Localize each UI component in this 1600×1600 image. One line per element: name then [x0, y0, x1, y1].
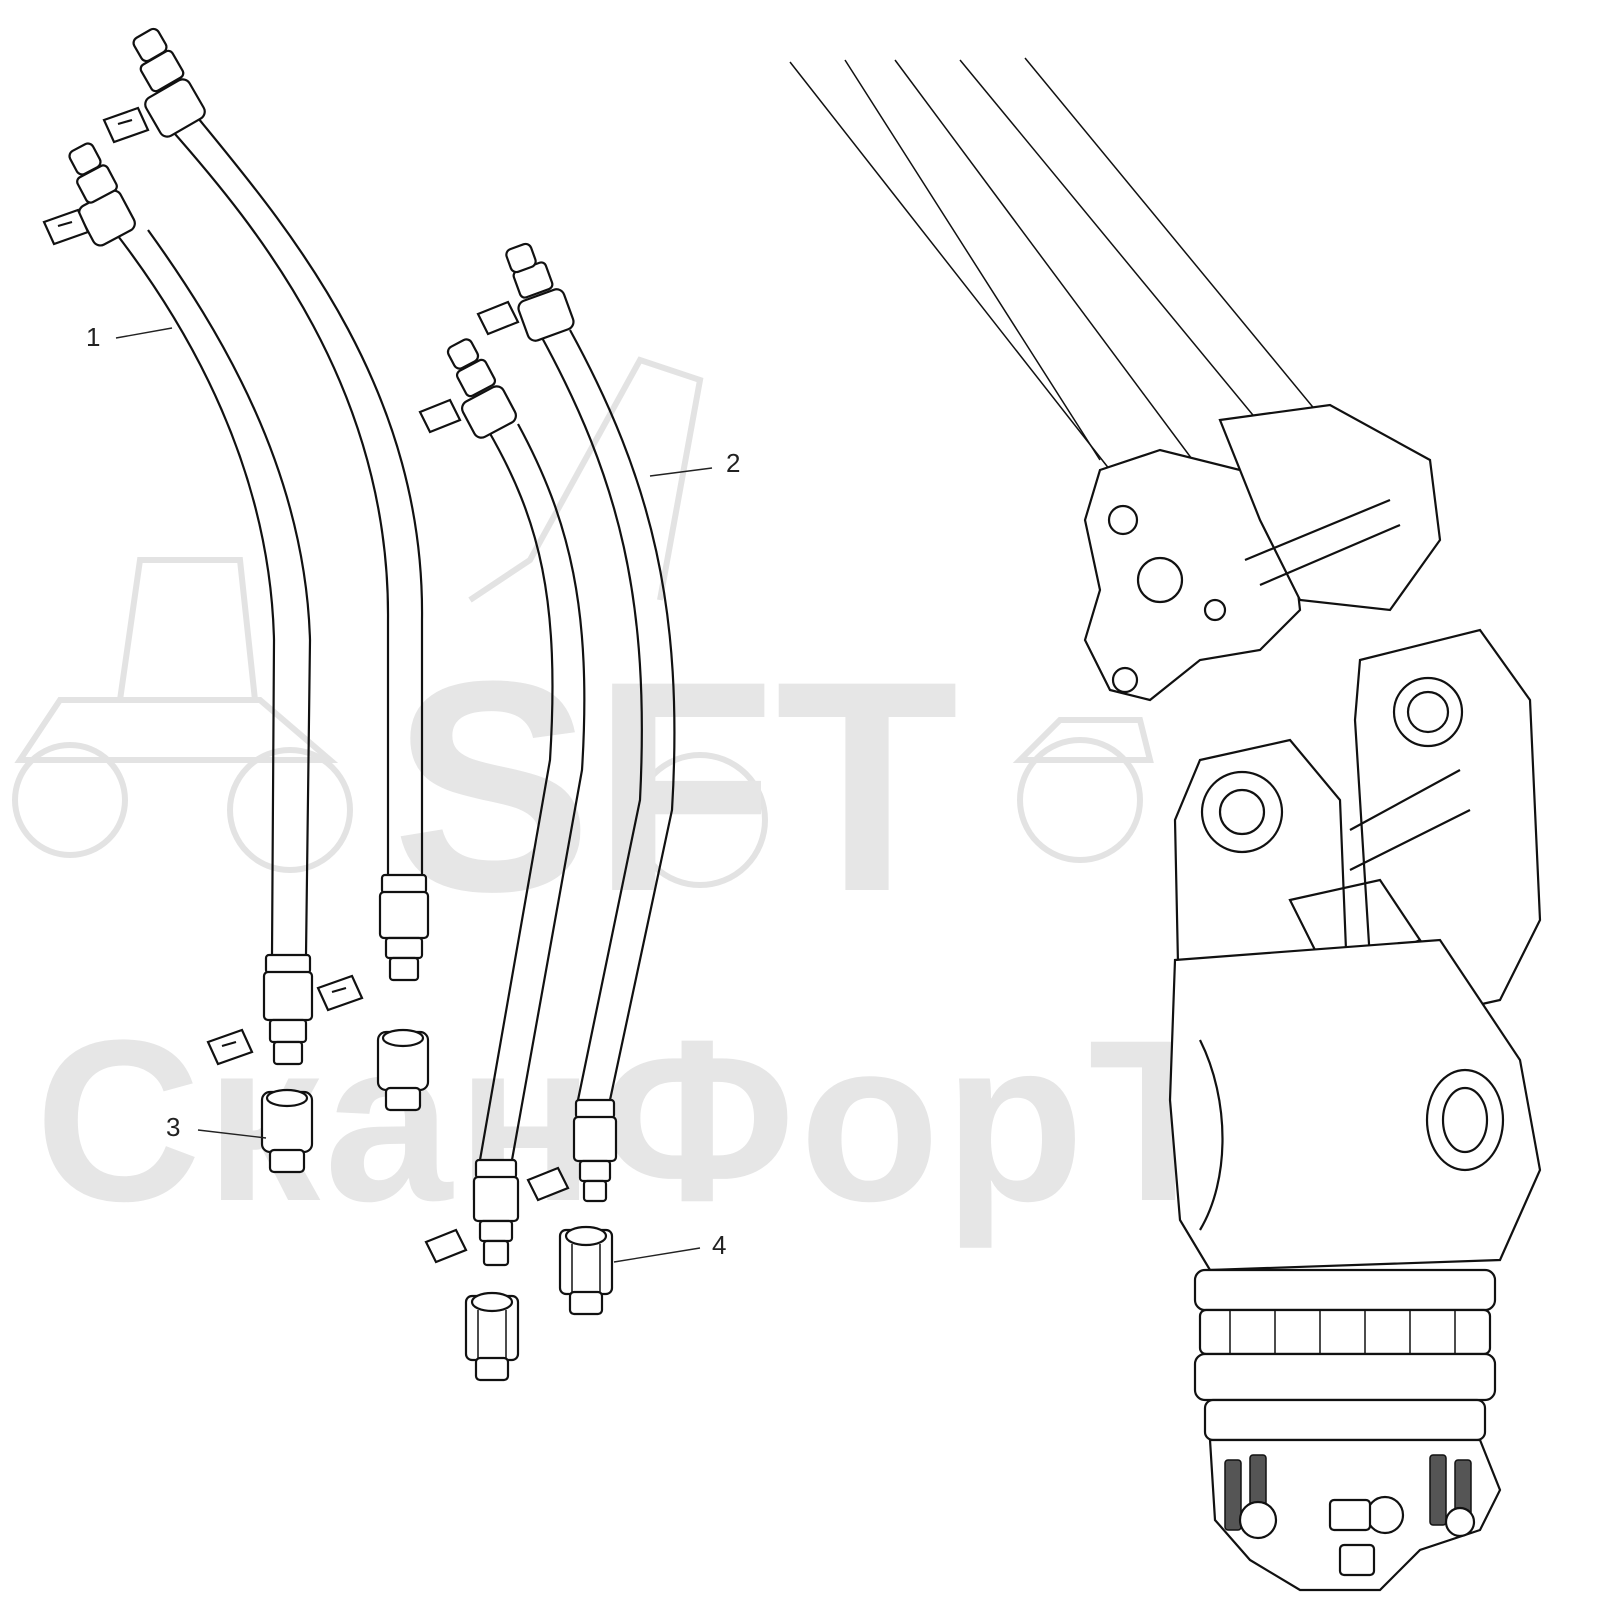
retaining-clip-icon — [526, 1166, 570, 1202]
rotator-housing — [1193, 1268, 1497, 1312]
watermark-brand: SFT — [392, 618, 959, 954]
crane-arm-assembly — [789, 57, 1542, 1592]
caps-3 — [260, 1028, 430, 1174]
callout-3: 3 — [166, 1112, 267, 1142]
callout-label-4: 4 — [712, 1230, 726, 1260]
callout-label-1: 1 — [86, 322, 100, 352]
retaining-clip-icon — [316, 974, 364, 1012]
hose-2a — [446, 338, 586, 1267]
callout-label-2: 2 — [726, 448, 740, 478]
callout-2: 2 — [649, 448, 740, 478]
hose-1b — [132, 27, 430, 982]
hose-1a — [68, 142, 314, 1066]
hose-2b — [505, 242, 676, 1203]
cap-part — [260, 1088, 314, 1174]
retaining-clip-icon — [424, 1228, 468, 1264]
retaining-clip-icon — [206, 1028, 254, 1066]
watermark-tractor-left-icon — [12, 557, 353, 873]
callout-label-3: 3 — [166, 1112, 180, 1142]
hose-assembly-2 — [418, 242, 676, 1267]
retaining-clip-icon — [102, 106, 150, 144]
head-block — [1218, 403, 1442, 612]
retaining-clip-icon — [476, 300, 520, 336]
cap-part — [376, 1028, 430, 1112]
nuts-4 — [464, 1225, 614, 1382]
hose-assembly-1 — [42, 27, 430, 1066]
rotator-yoke — [1168, 938, 1542, 1272]
retaining-clip-icon — [418, 398, 462, 434]
nut-part — [558, 1225, 614, 1316]
callout-1: 1 — [86, 322, 173, 352]
watermark-tractor-right-icon — [1012, 717, 1154, 863]
nut-part — [464, 1291, 520, 1382]
callout-4: 4 — [613, 1230, 726, 1263]
retaining-clip-icon — [42, 208, 90, 246]
